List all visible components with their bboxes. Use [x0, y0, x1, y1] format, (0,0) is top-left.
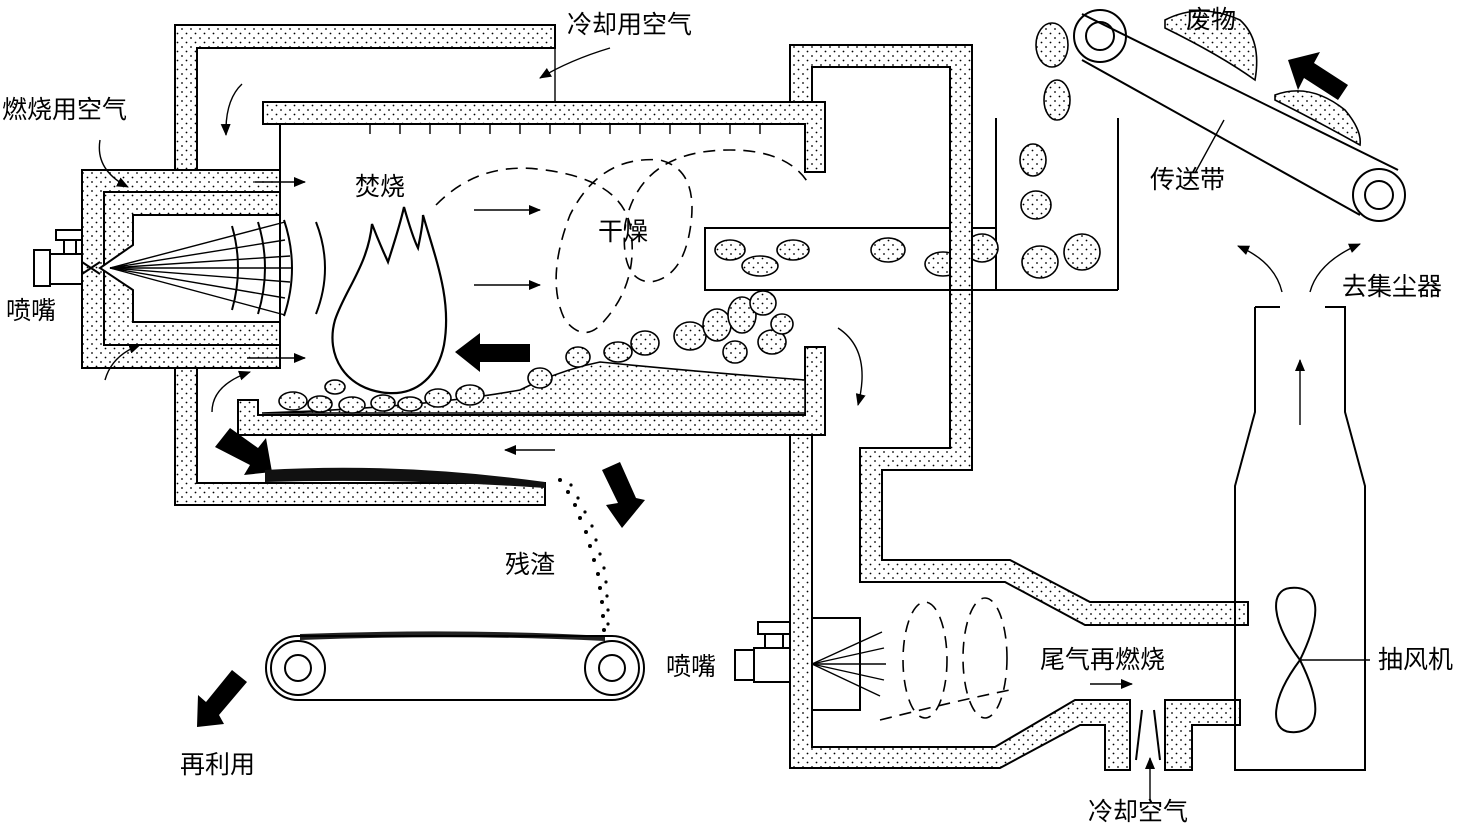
label-tail-gas-reburn: 尾气再燃烧	[1040, 645, 1165, 674]
right-nozzle-valve-icon	[734, 597, 1011, 721]
roof-ticks	[369, 124, 761, 134]
label-cooling-air-top: 冷却用空气	[567, 10, 692, 39]
drying-vortex	[435, 149, 811, 334]
label-incineration: 焚烧	[355, 172, 405, 201]
label-waste: 废物	[1186, 5, 1236, 34]
burning-waste-pile	[261, 290, 806, 414]
label-nozzle-right: 喷嘴	[666, 652, 716, 681]
misc-flow-arrows	[539, 47, 1155, 800]
residue-conveyor-belt	[265, 635, 645, 701]
exhaust-fan-icon	[1275, 586, 1370, 734]
label-to-dust-collector: 去集尘器	[1342, 272, 1442, 301]
burner-housing	[81, 124, 326, 369]
flame-arcs	[231, 219, 326, 317]
furnace-grate	[237, 346, 826, 436]
label-combustion-air: 燃烧用空气	[2, 95, 127, 124]
feed-hopper	[704, 22, 1119, 291]
label-residue: 残渣	[505, 550, 555, 579]
label-conveyor: 传送带	[1150, 165, 1225, 194]
exhaust-stack	[1234, 243, 1366, 771]
furnace-roof	[262, 101, 826, 173]
flame-icon	[331, 206, 448, 395]
secondary-chamber	[789, 44, 1249, 771]
label-reuse: 再利用	[180, 750, 255, 779]
waste-conveyor-belt	[1073, 9, 1406, 222]
burner-spray	[109, 221, 292, 316]
label-drying: 干燥	[598, 217, 648, 246]
label-exhaust-fan: 抽风机	[1378, 645, 1453, 674]
left-nozzle-valve-icon	[33, 229, 83, 287]
gas-flow-arrows	[98, 83, 555, 455]
label-nozzle-left: 喷嘴	[6, 296, 56, 325]
label-cooling-air-bottom: 冷却空气	[1088, 797, 1188, 826]
